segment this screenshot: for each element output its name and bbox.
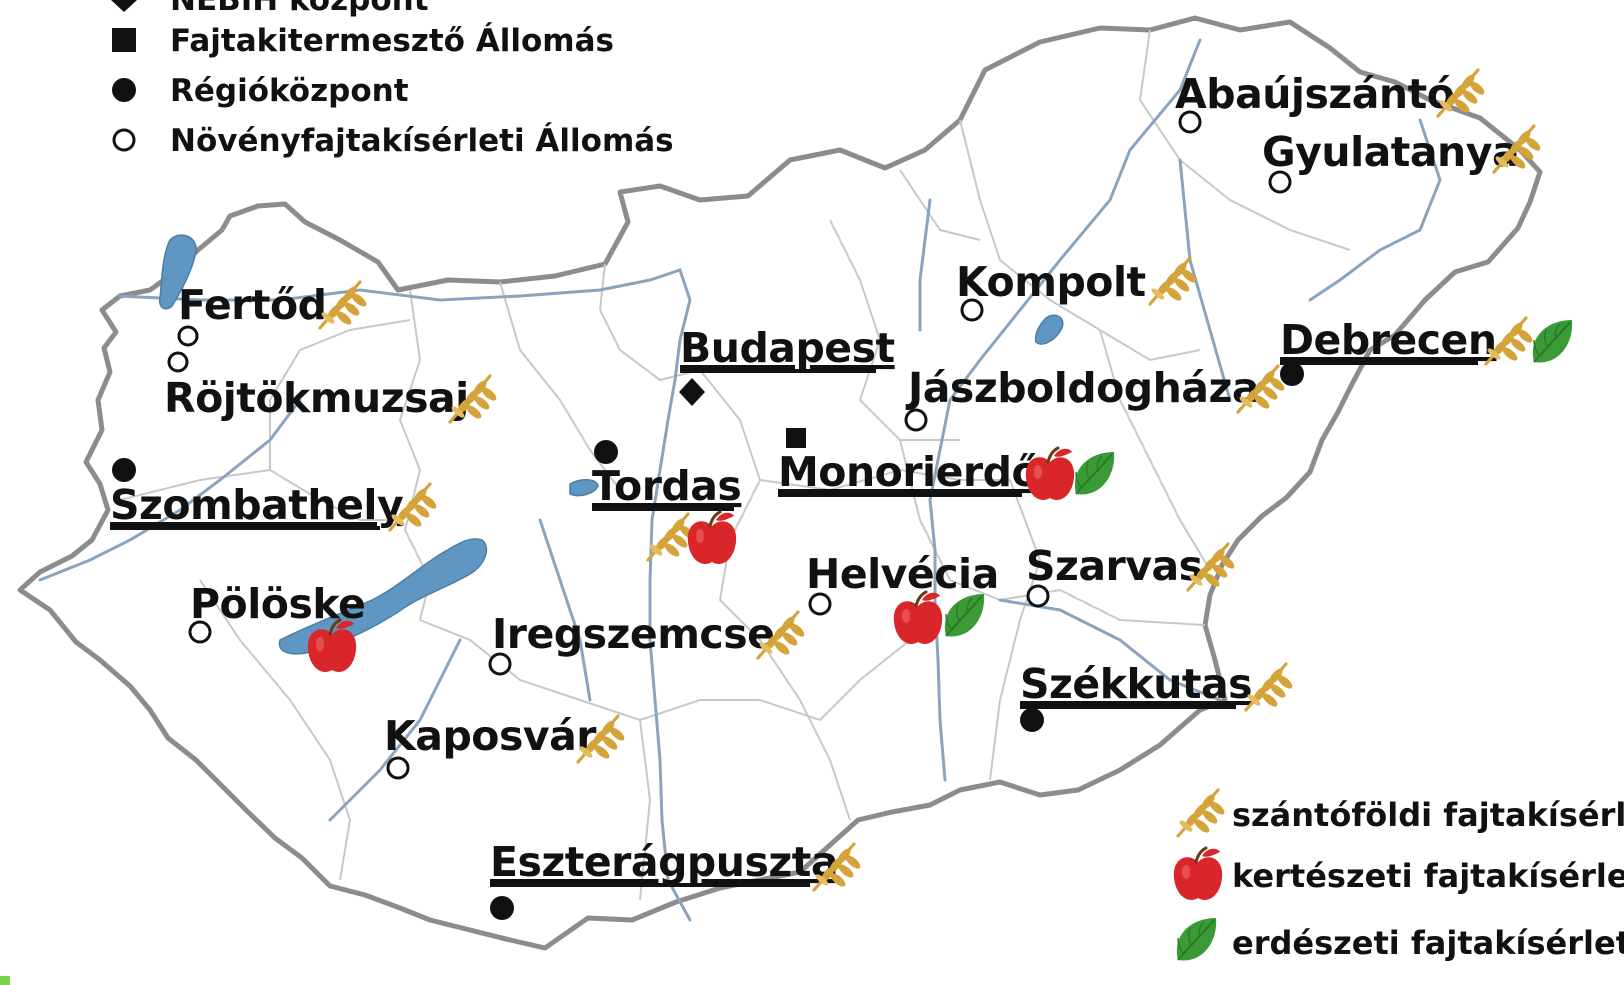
- legend-label-wheat: szántóföldi fajtakísérlet: [1232, 796, 1624, 834]
- place-abaujszanto[interactable]: Abaújszántó: [1175, 68, 1489, 134]
- place-label: Iregszemcse: [492, 610, 774, 658]
- legend-label-ring: Növényfajtakísérleti Állomás: [170, 123, 674, 159]
- legend-item-square: Fajtakitermesztő Állomás: [112, 23, 614, 59]
- leaf-icon: [1175, 917, 1218, 962]
- hq-underlines: [110, 361, 1478, 887]
- dot-marker-icon: [112, 78, 136, 102]
- leaf-icon: [1531, 319, 1574, 364]
- county-borders: [119, 29, 1351, 901]
- rivers: [38, 38, 1442, 922]
- apple-icon: [1172, 846, 1224, 902]
- diamond-marker-icon: [679, 378, 705, 406]
- lake-ferto: [158, 234, 197, 310]
- dot-marker-icon: [490, 896, 514, 920]
- legend-label-square: Fajtakitermesztő Állomás: [170, 23, 614, 59]
- lakes: [158, 234, 1064, 655]
- dot-marker-icon: [1280, 362, 1304, 386]
- place-budapest[interactable]: Budapest: [679, 324, 895, 406]
- place-label: Szarvas: [1026, 542, 1203, 590]
- place-label: Eszterágpuszta: [490, 838, 838, 886]
- place-jaszboldoghaza[interactable]: Jászboldogháza: [904, 364, 1289, 432]
- place-helvecia[interactable]: Helvécia: [806, 550, 999, 646]
- place-debrecen[interactable]: Debrecen: [1280, 316, 1574, 386]
- legend-label-apple: kertészeti fajtakísérlet: [1232, 857, 1624, 895]
- legend-item-ring: Növényfajtakísérleti Állomás: [112, 123, 674, 159]
- legend-station-types: NÉBIH központ Fajtakitermesztő Állomás R…: [111, 0, 674, 159]
- ring-marker-icon: [808, 592, 832, 616]
- place-tordas[interactable]: Tordas: [592, 440, 742, 566]
- place-gyulatanya[interactable]: Gyulatanya: [1262, 124, 1545, 194]
- legend-item-dot: Régióközpont: [112, 73, 409, 109]
- place-label: Szombathely: [110, 481, 403, 529]
- place-szarvas[interactable]: Szarvas: [1026, 542, 1239, 608]
- legend-label-hq: NÉBIH központ: [170, 0, 429, 18]
- place-kaposvar[interactable]: Kaposvár: [384, 712, 629, 780]
- place-eszteragpuszta[interactable]: Eszterágpuszta: [490, 838, 865, 920]
- ring-marker-icon: [960, 298, 984, 322]
- dot-marker-icon: [1020, 708, 1044, 732]
- place-label: Helvécia: [806, 550, 999, 598]
- place-label: Fertőd: [178, 281, 327, 329]
- ring-marker-icon: [1026, 584, 1050, 608]
- square-marker-icon: [786, 428, 806, 448]
- ring-marker-icon: [386, 756, 410, 780]
- place-szekkutas[interactable]: Székkutas: [1020, 660, 1297, 732]
- place-label: Abaújszántó: [1175, 70, 1454, 118]
- place-rojtokmuzsaj[interactable]: Röjtökmuzsaj: [164, 351, 501, 424]
- corner-mark: [0, 976, 10, 985]
- place-label: Gyulatanya: [1262, 128, 1519, 176]
- place-label: Tordas: [592, 462, 741, 510]
- place-label: Budapest: [680, 324, 895, 372]
- place-iregszemcse[interactable]: Iregszemcse: [488, 610, 809, 676]
- square-marker-icon: [112, 28, 136, 52]
- ring-marker-icon: [167, 351, 189, 373]
- legend-item-hq: NÉBIH központ: [111, 0, 429, 18]
- place-label: Pölöske: [190, 580, 365, 628]
- place-szombathely[interactable]: Szombathely: [110, 458, 441, 532]
- dot-marker-icon: [112, 458, 136, 482]
- ring-marker-icon: [1268, 170, 1292, 194]
- ring-marker-icon: [188, 620, 212, 644]
- legend-label-dot: Régióközpont: [170, 73, 409, 109]
- ring-marker-icon: [177, 325, 199, 347]
- place-label: Debrecen: [1280, 316, 1497, 364]
- ring-marker-icon: [488, 652, 512, 676]
- dot-marker-icon: [594, 440, 618, 464]
- wheat-icon: [1244, 662, 1297, 712]
- place-label: Kaposvár: [384, 712, 597, 760]
- place-label: Kompolt: [956, 258, 1146, 306]
- lake-velence: [569, 479, 599, 497]
- ring-marker-icon: [1178, 110, 1202, 134]
- place-fertod[interactable]: Fertőd: [177, 280, 371, 347]
- legend-trial-types: szántóföldi fajtakísérlet kertészeti faj…: [1172, 788, 1624, 962]
- place-label: Monorierdő: [778, 448, 1039, 496]
- diamond-marker-icon: [111, 0, 137, 12]
- place-label: Jászboldogháza: [905, 364, 1259, 412]
- ring-marker-icon: [904, 408, 928, 432]
- place-label: Röjtökmuzsaj: [164, 374, 469, 422]
- place-poloske[interactable]: Pölöske: [188, 580, 366, 674]
- place-monorierdo[interactable]: Monorierdő: [778, 428, 1116, 502]
- lake-tisza: [1034, 314, 1064, 345]
- place-label: Székkutas: [1020, 660, 1252, 708]
- wheat-icon: [1176, 788, 1229, 838]
- places: Abaújszántó Gyulatanya Fertőd Röjtökmuzs…: [110, 68, 1574, 920]
- place-kompolt[interactable]: Kompolt: [956, 256, 1201, 322]
- ring-marker-icon: [112, 128, 136, 152]
- legend-label-leaf: erdészeti fajtakísérlet: [1232, 924, 1624, 962]
